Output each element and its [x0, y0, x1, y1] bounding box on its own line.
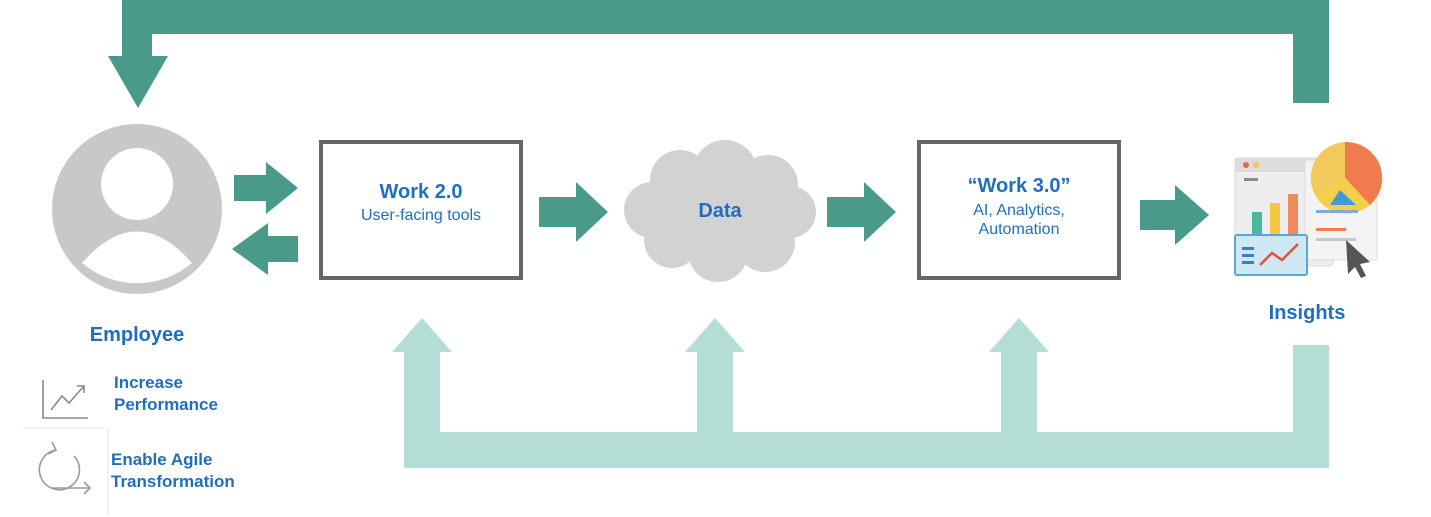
- work2-box: [319, 140, 523, 280]
- work2-content: Work 2.0 User-facing tools: [323, 181, 519, 225]
- work3-box: [917, 140, 1121, 280]
- employee-label: Employee: [89, 324, 185, 346]
- arrow-work2-to-data: [539, 182, 608, 242]
- benefit-line: Increase: [114, 373, 183, 392]
- data-label: Data: [698, 200, 742, 222]
- trend-chart-icon: [42, 380, 88, 419]
- work2-title: Work 2.0: [379, 181, 463, 203]
- employee-avatar-icon: [52, 124, 222, 294]
- bottom-feedback-arrow: [392, 318, 1329, 468]
- benefit-line: Enable Agile: [111, 450, 213, 469]
- data-cloud-icon: [624, 140, 816, 282]
- arrow-data-to-work3: [827, 182, 896, 242]
- insights-label: Insights: [1268, 302, 1346, 324]
- work3-line-2: Automation: [978, 221, 1060, 238]
- cycle-arrows-icon: [38, 441, 92, 495]
- arrow-from-work2: [232, 223, 298, 275]
- benefit-line: Performance: [114, 395, 218, 414]
- arrow-to-work2: [234, 162, 298, 214]
- arrow-work3-to-insights: [1140, 185, 1209, 245]
- benefit-line: Transformation: [111, 472, 235, 491]
- benefit-increase-performance: Increase Performance: [114, 372, 218, 416]
- benefit-agile-transformation: Enable Agile Transformation: [111, 449, 235, 493]
- top-feedback-arrow: [108, 0, 1329, 108]
- work3-content: “Work 3.0” AI, Analytics, Automation: [921, 175, 1117, 239]
- work2-subtitle: User-facing tools: [360, 207, 482, 224]
- work3-line-1: AI, Analytics,: [973, 202, 1065, 219]
- insights-dashboard-icon: [1234, 141, 1383, 278]
- work3-title: “Work 3.0”: [967, 175, 1071, 197]
